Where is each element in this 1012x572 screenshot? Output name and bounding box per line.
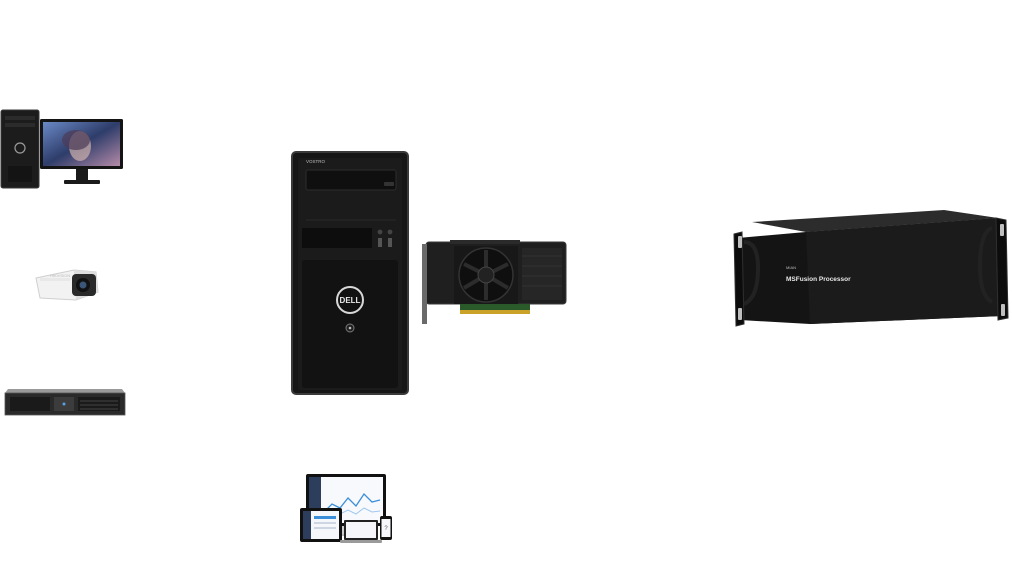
svg-text:HIKVISION: HIKVISION [50, 273, 70, 278]
desktop-computer-icon [0, 108, 124, 190]
tower-pc-icon: VOSTRO DELL [290, 150, 410, 396]
svg-text:MIAN: MIAN [786, 265, 796, 270]
ip-camera-icon: HIKVISION [30, 262, 102, 310]
multi-device-screens-icon: ? [298, 472, 398, 546]
rack-server-icon [4, 385, 126, 417]
svg-text:?: ? [384, 526, 388, 532]
svg-text:VOSTRO: VOSTRO [306, 159, 326, 164]
video-processor-icon: MIAN MSFusion Processor [730, 208, 1010, 330]
svg-text:DELL: DELL [340, 296, 361, 305]
graphics-card-icon [420, 236, 568, 326]
svg-text:MSFusion Processor: MSFusion Processor [786, 276, 851, 283]
